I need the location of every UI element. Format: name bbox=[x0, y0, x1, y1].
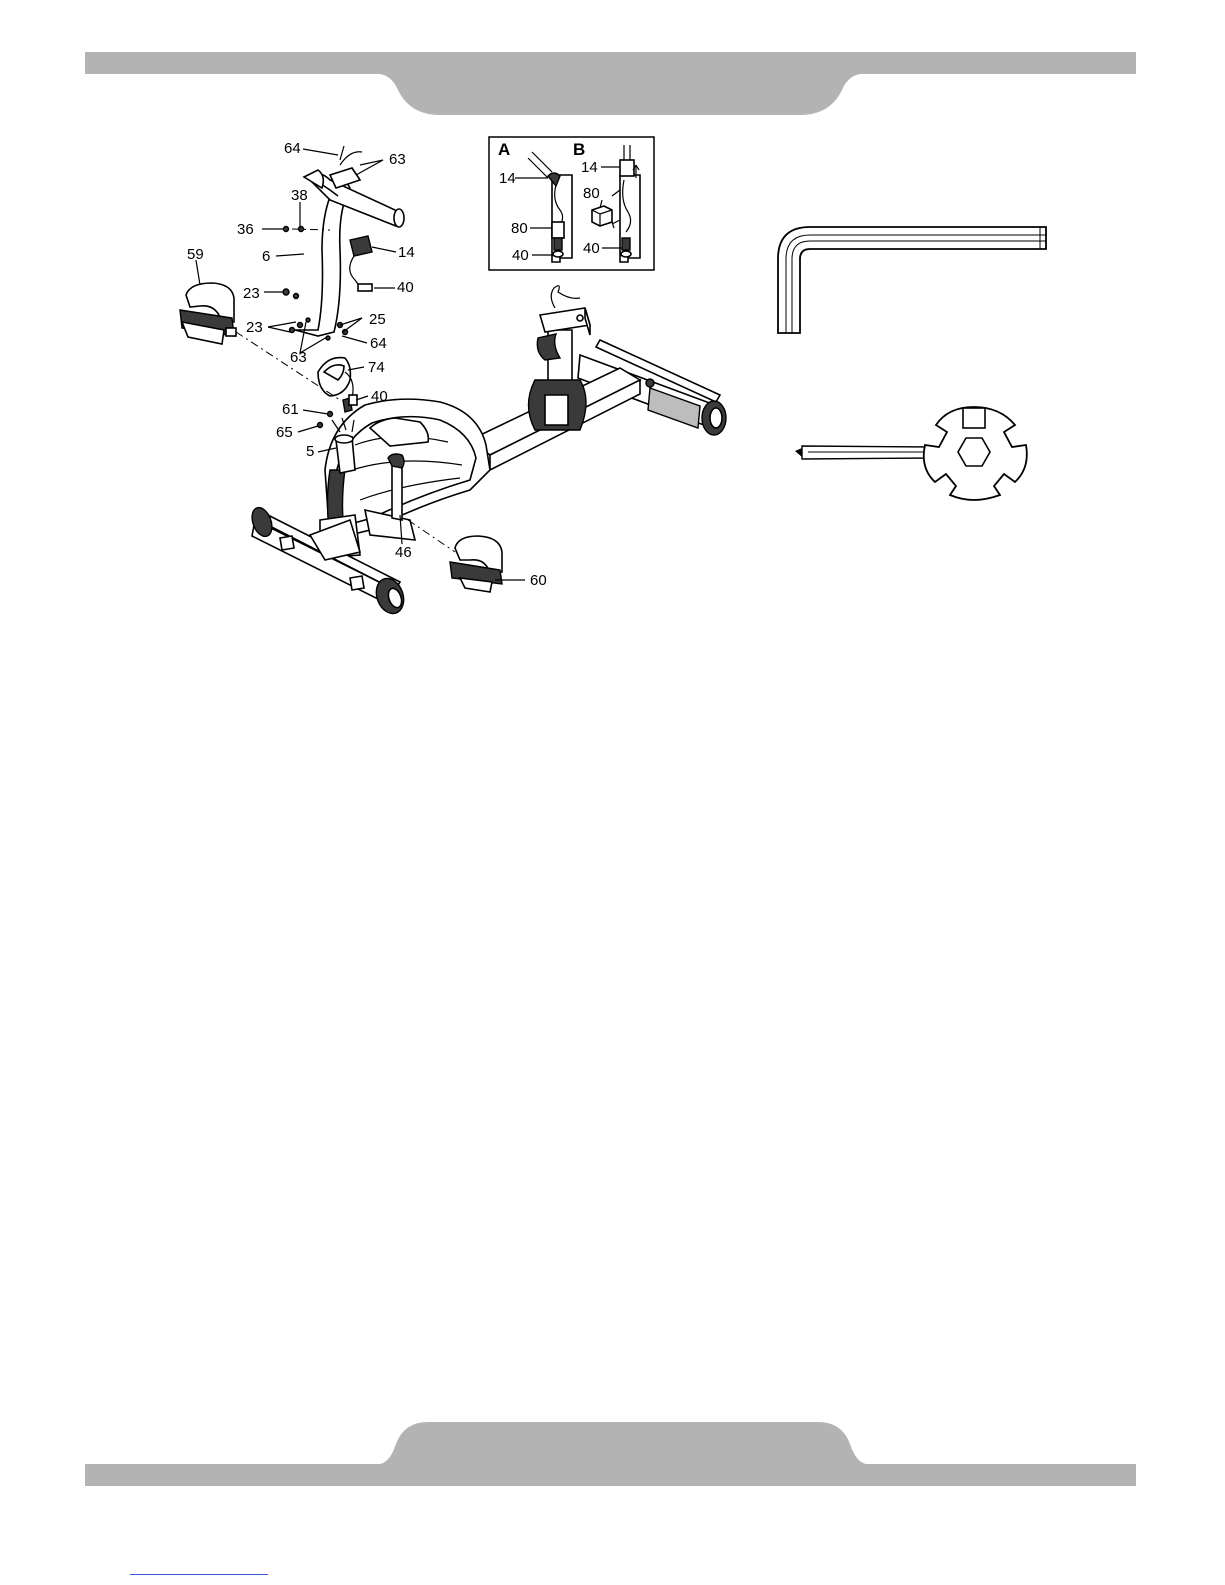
callout-5: 5 bbox=[306, 443, 314, 460]
inset-label-a: A bbox=[498, 140, 510, 159]
callout-38: 38 bbox=[291, 187, 308, 204]
inset-b-callout-80: 80 bbox=[583, 185, 600, 202]
pulse-sensor bbox=[350, 236, 372, 291]
inset-a-callout-40: 40 bbox=[512, 247, 529, 264]
callout-36: 36 bbox=[237, 221, 254, 238]
pedal-left bbox=[180, 283, 236, 344]
callout-40-b: 40 bbox=[371, 388, 388, 405]
pedal-right bbox=[450, 536, 502, 592]
callout-60: 60 bbox=[530, 572, 547, 589]
inset-a-callout-14: 14 bbox=[499, 170, 516, 187]
callout-63-top: 63 bbox=[389, 151, 406, 168]
callout-40-a: 40 bbox=[397, 279, 414, 296]
inset-a-callout-80: 80 bbox=[511, 220, 528, 237]
inset-detail: A B bbox=[489, 137, 654, 270]
footer-band bbox=[85, 1422, 1136, 1486]
allen-key-icon bbox=[778, 227, 1046, 333]
callout-61: 61 bbox=[282, 401, 299, 418]
multi-wrench-screwdriver-icon bbox=[795, 407, 1027, 500]
callout-64-top: 64 bbox=[284, 140, 301, 157]
inset-label-b: B bbox=[573, 140, 585, 159]
callout-23-b: 23 bbox=[246, 319, 263, 336]
callout-25: 25 bbox=[369, 311, 386, 328]
callout-23-a: 23 bbox=[243, 285, 260, 302]
callout-74: 74 bbox=[368, 359, 385, 376]
callout-46: 46 bbox=[395, 544, 412, 561]
handlebar-post bbox=[295, 146, 404, 336]
callout-14: 14 bbox=[398, 244, 415, 261]
handlebar-cover bbox=[318, 358, 350, 396]
callout-6: 6 bbox=[262, 248, 270, 265]
footer-link-underline bbox=[130, 1574, 268, 1575]
inset-b-cube bbox=[592, 206, 612, 226]
callout-65: 65 bbox=[276, 424, 293, 441]
callout-59: 59 bbox=[187, 246, 204, 263]
callout-64-mid: 64 bbox=[370, 335, 387, 352]
inset-b-callout-14: 14 bbox=[581, 159, 598, 176]
inset-b-callout-40: 40 bbox=[583, 240, 600, 257]
header-band bbox=[85, 52, 1136, 115]
callout-63-mid: 63 bbox=[290, 349, 307, 366]
